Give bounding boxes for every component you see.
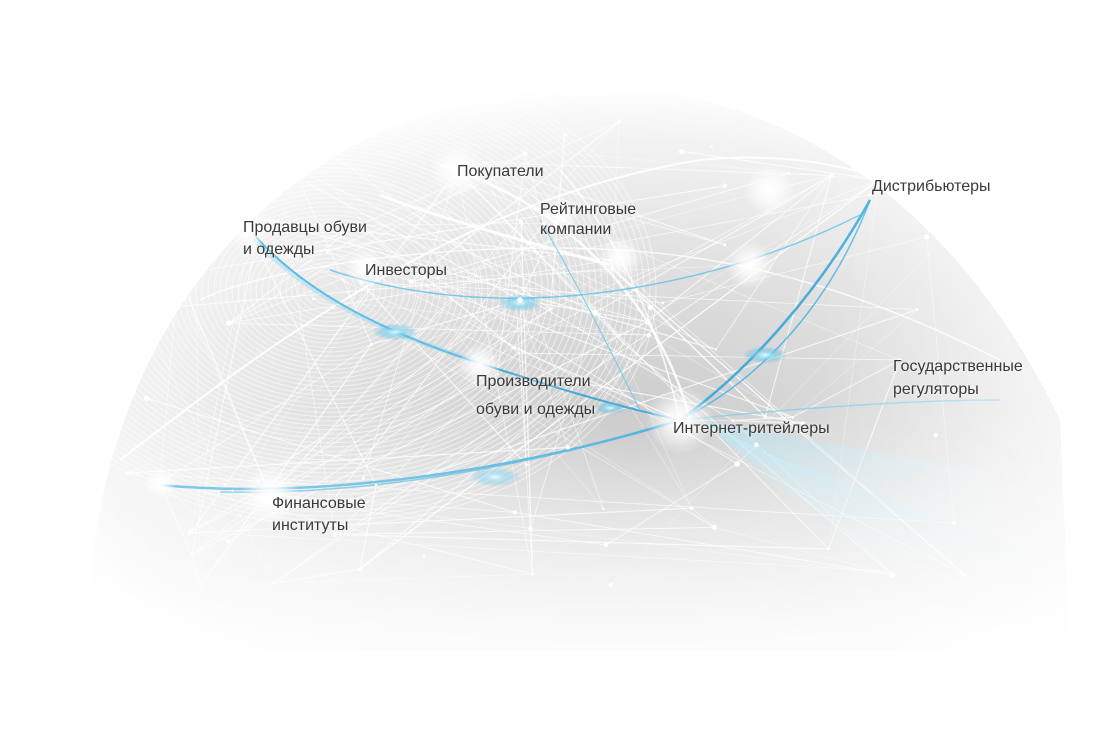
node-label-line: обуви и одежды	[476, 401, 596, 418]
node-rating-agencies: Рейтинговые компании	[540, 200, 636, 240]
node-manufacturers: Производители обуви и одежды	[476, 368, 595, 424]
node-label-line: Рейтинговые	[540, 201, 637, 218]
node-label-line: регуляторы	[893, 381, 979, 398]
node-label-line: Покупатели	[457, 163, 544, 180]
node-online-retailers: Интернет-ритейлеры	[673, 417, 830, 440]
node-buyers: Покупатели	[457, 160, 544, 183]
node-label-line: Инвесторы	[365, 262, 447, 279]
node-distributors: Дистрибьютеры	[872, 175, 991, 198]
node-label-line: Интернет-ритейлеры	[673, 420, 830, 437]
node-label-line: компании	[540, 221, 612, 238]
node-label-line: Государственные	[893, 358, 1023, 375]
node-label-line: Производители	[476, 373, 591, 390]
node-label-line: Финансовые	[272, 495, 366, 512]
node-regulators: Государственные регуляторы	[893, 355, 1023, 401]
node-retailers: Продавцы обуви и одежды	[243, 217, 367, 261]
node-financial-institutions: Финансовые институты	[272, 493, 366, 537]
node-investors: Инвесторы	[365, 259, 447, 282]
node-label-line: Продавцы обуви	[243, 219, 367, 236]
node-label-line: и одежды	[243, 241, 315, 258]
node-label-line: Дистрибьютеры	[872, 178, 991, 195]
node-label-line: институты	[272, 517, 349, 534]
